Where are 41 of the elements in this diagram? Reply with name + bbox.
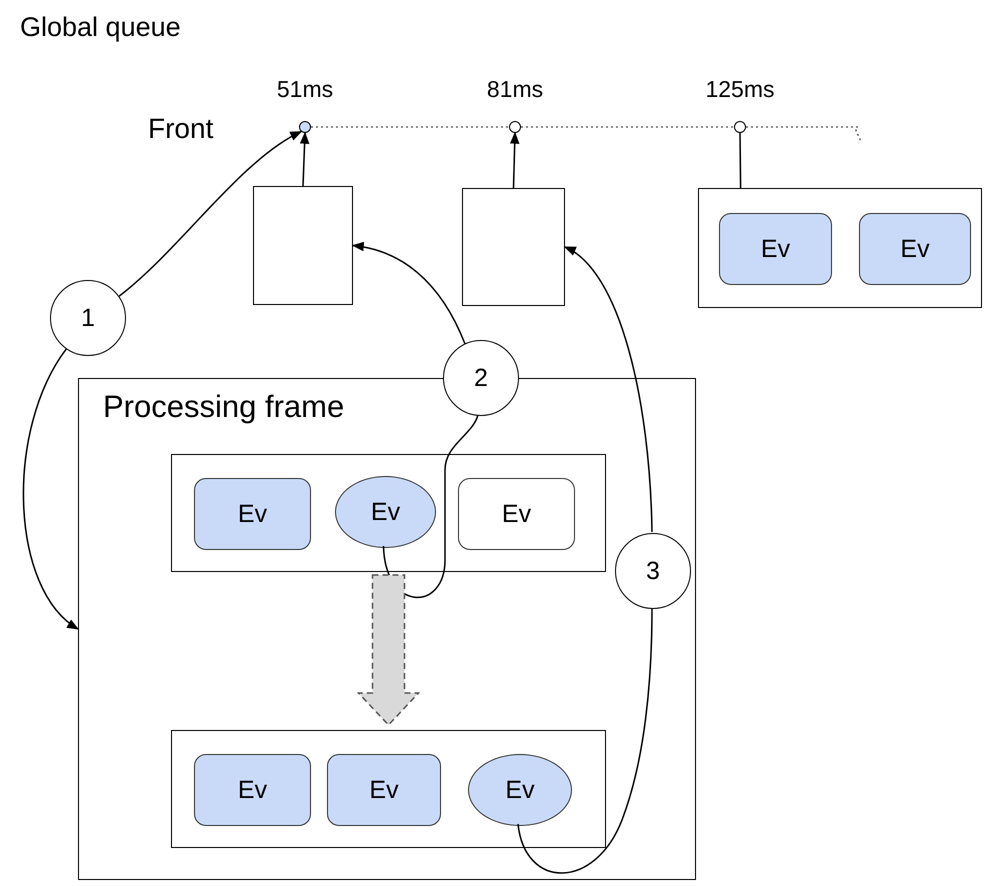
block-arrow xyxy=(356,574,420,726)
arrow xyxy=(510,132,520,188)
queue-box xyxy=(171,730,606,848)
step-number: 2 xyxy=(474,366,488,390)
arrow xyxy=(22,348,79,630)
event-box xyxy=(859,213,971,285)
arrow xyxy=(564,246,653,532)
event-box xyxy=(194,478,311,550)
timeline-line xyxy=(311,126,509,128)
event-box xyxy=(458,478,575,550)
arrow xyxy=(300,132,310,186)
event-label: Ev xyxy=(760,236,790,262)
queue-point xyxy=(509,121,521,133)
time-label: 125ms xyxy=(705,78,775,101)
timeline-line xyxy=(521,126,734,128)
arrow xyxy=(352,242,466,344)
event-label: Ev xyxy=(238,778,268,802)
event-label: Ev xyxy=(505,778,535,802)
queue-box xyxy=(462,188,565,306)
time-label: 81ms xyxy=(486,78,544,101)
event-label: Ev xyxy=(369,778,399,802)
queue-box xyxy=(171,454,606,572)
queue-point xyxy=(299,121,311,133)
time-label: 51ms xyxy=(276,78,334,101)
title: Global queue xyxy=(20,14,181,41)
frame-title: Processing frame xyxy=(103,391,344,422)
queue-point xyxy=(734,121,746,133)
arrow xyxy=(118,130,302,297)
event-box xyxy=(327,754,441,826)
event-label: Ev xyxy=(502,502,532,526)
event-box xyxy=(719,213,832,285)
event-box xyxy=(194,754,311,826)
event-label: Ev xyxy=(238,502,268,526)
event-label: Ev xyxy=(370,500,400,524)
timeline-line xyxy=(746,126,861,144)
queue-front-label: Front xyxy=(148,115,214,143)
step-number: 3 xyxy=(646,558,660,584)
event-label: Ev xyxy=(900,236,930,262)
queue-box xyxy=(253,186,353,305)
step-number: 1 xyxy=(81,306,95,330)
queue-box xyxy=(698,188,982,308)
